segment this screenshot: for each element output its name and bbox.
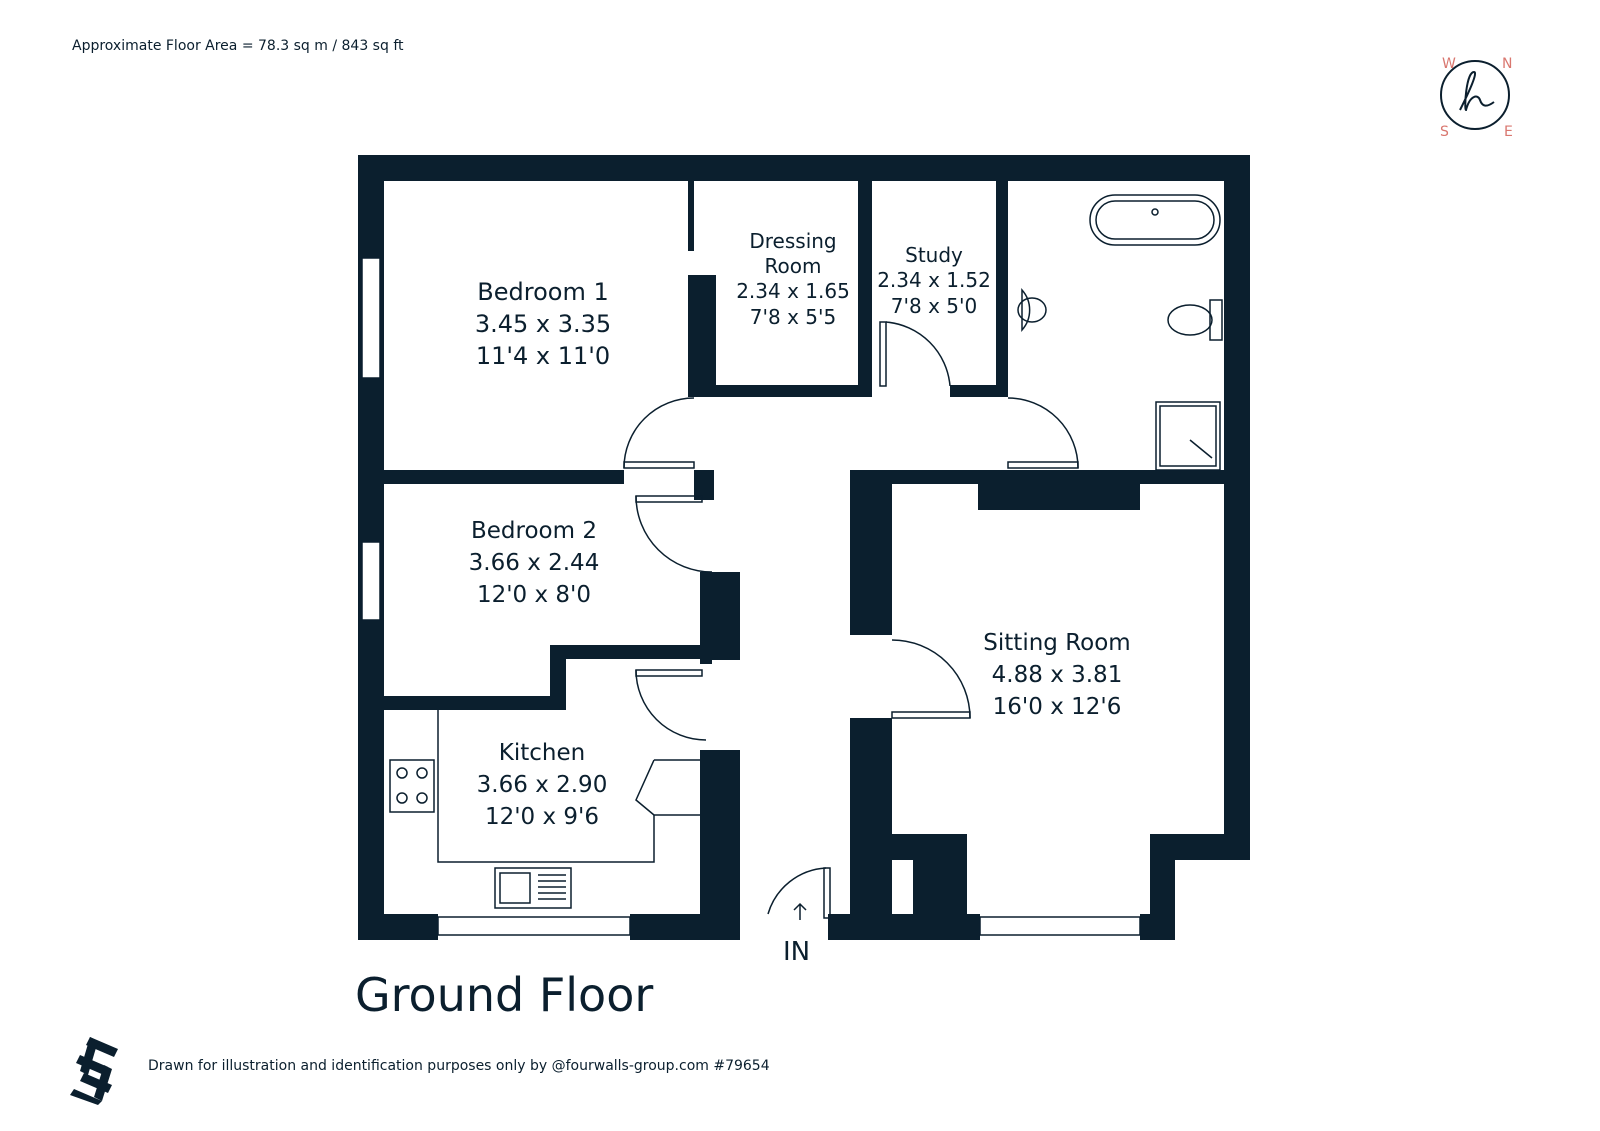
window-bedroom1 (361, 257, 381, 379)
doors (623, 321, 1079, 920)
window-bedroom2 (361, 541, 381, 621)
dressing-name-line1: Dressing (749, 229, 836, 253)
bedroom1-imperial: 11'4 x 11'0 (476, 342, 610, 370)
bedroom2-name: Bedroom 2 (471, 518, 597, 544)
dressing-name-line2: Room (765, 254, 822, 278)
floor-area-text: Approximate Floor Area = 78.3 sq m / 843… (72, 38, 404, 54)
floor-title: Ground Floor (355, 968, 654, 1022)
compass-n: N (1502, 56, 1512, 72)
compass-logo-icon: W N S E (1440, 56, 1513, 140)
kitchen-fixtures (389, 710, 700, 909)
sitting-name: Sitting Room (983, 630, 1130, 656)
entrance-label: IN (783, 937, 811, 967)
compass-s: S (1440, 124, 1449, 140)
bedroom2-metric: 3.66 x 2.44 (469, 550, 600, 576)
kitchen-counter (437, 710, 655, 863)
kitchen-imperial: 12'0 x 9'6 (485, 804, 599, 830)
bathroom-fixtures (1017, 194, 1223, 471)
basin-icon (1021, 288, 1031, 332)
study-name: Study (905, 243, 963, 267)
bedroom2-imperial: 12'0 x 8'0 (477, 582, 591, 608)
kitchen-name: Kitchen (499, 740, 585, 766)
hob-icon (389, 759, 435, 813)
dressing-metric: 2.34 x 1.65 (736, 279, 850, 303)
window-kitchen (437, 916, 631, 936)
windows (361, 257, 1141, 936)
sitting-metric: 4.88 x 3.81 (992, 662, 1123, 688)
bedroom1-metric: 3.45 x 3.35 (475, 310, 611, 338)
footer-disclaimer: Drawn for illustration and identificatio… (148, 1058, 770, 1074)
compass-e: E (1504, 124, 1513, 140)
entrance-arrow-icon (793, 902, 807, 920)
door-sitting (891, 639, 971, 719)
door-entrance (767, 867, 827, 915)
fourwalls-logo-icon (70, 1037, 118, 1105)
room-labels: Bedroom 1 3.45 x 3.35 11'4 x 11'0 Dressi… (469, 229, 1131, 830)
door-kitchen (635, 669, 707, 741)
sink-icon (494, 867, 572, 909)
fridge-icon (635, 759, 700, 816)
dressing-imperial: 7'8 x 5'5 (750, 305, 836, 329)
compass-w: W (1442, 56, 1456, 72)
kitchen-metric: 3.66 x 2.90 (477, 772, 608, 798)
sitting-imperial: 16'0 x 12'6 (993, 694, 1122, 720)
door-bathroom (1007, 397, 1079, 469)
door-bedroom1 (623, 397, 695, 469)
bath-icon (1089, 194, 1221, 246)
window-sitting (979, 916, 1141, 936)
study-metric: 2.34 x 1.52 (877, 268, 991, 292)
bedroom1-name: Bedroom 1 (477, 278, 608, 306)
study-imperial: 7'8 x 5'0 (891, 294, 977, 318)
door-bedroom2 (635, 495, 713, 573)
door-study (885, 321, 951, 387)
shower-icon (1155, 401, 1221, 471)
